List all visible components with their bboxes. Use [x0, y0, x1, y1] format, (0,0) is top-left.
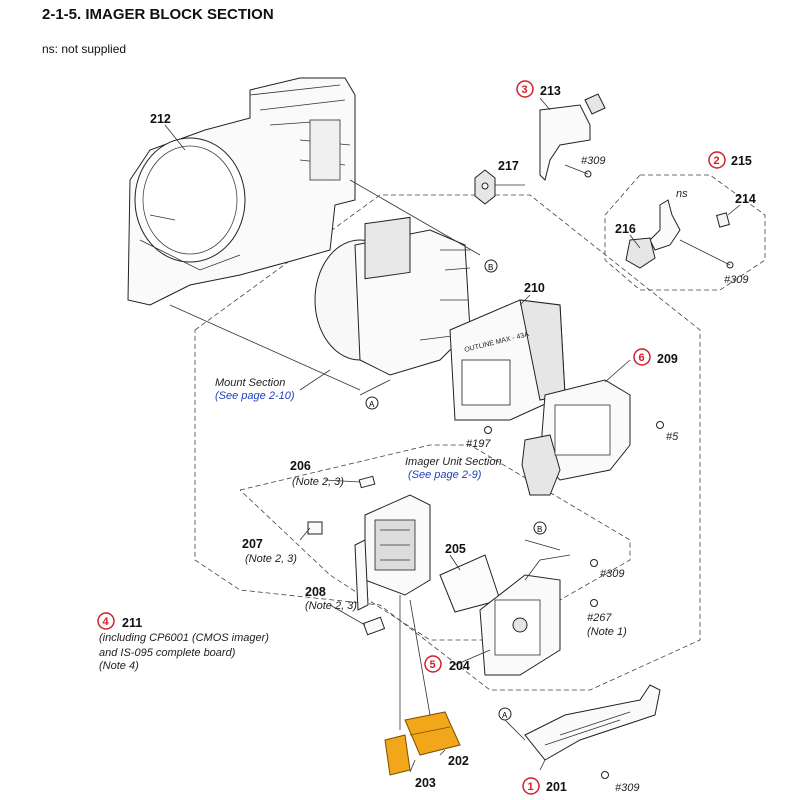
svg-text:5: 5	[430, 659, 436, 671]
svg-text:1: 1	[528, 781, 534, 793]
clip-206	[358, 475, 376, 489]
note-267: (Note 1)	[587, 626, 627, 638]
part-num-212: 212	[150, 112, 171, 126]
marker-a1: A	[365, 396, 379, 410]
screw-label-309-b: #309	[724, 274, 748, 286]
marker-b1: B	[484, 259, 498, 273]
part-num-213: 213	[540, 84, 561, 98]
bracket-201	[524, 684, 661, 761]
part-num-206: 206	[290, 459, 311, 473]
part-num-211: 211	[122, 616, 142, 630]
svg-text:A: A	[502, 711, 508, 720]
part-num-201: 201	[546, 780, 567, 794]
screw-label-5: #5	[666, 431, 679, 443]
flex-part-202	[404, 711, 461, 756]
legend-text: ns: not supplied	[42, 42, 127, 56]
part-num-207: 207	[242, 537, 263, 551]
screw-label-267: #267	[587, 612, 612, 624]
ref-circle-6: 6	[633, 348, 651, 366]
part-num-215: 215	[731, 154, 752, 168]
ref-circle-1: 1	[522, 777, 540, 795]
screw-label-309-c: #309	[600, 568, 624, 580]
imager-board-211	[354, 494, 431, 611]
note-206: (Note 2, 3)	[292, 476, 344, 488]
part-num-203: 203	[415, 776, 436, 790]
svg-text:B: B	[537, 525, 542, 534]
bracket-209	[521, 379, 631, 496]
svg-text:A: A	[369, 400, 375, 409]
bracket-217	[474, 169, 496, 205]
svg-text:4: 4	[103, 616, 110, 628]
frame-204	[479, 554, 571, 676]
svg-text:B: B	[488, 263, 493, 272]
part-num-208: 208	[305, 585, 326, 599]
svg-text:2: 2	[714, 155, 720, 167]
plate-213	[539, 93, 606, 181]
screw-label-309-d: #309	[615, 782, 639, 794]
svg-text:6: 6	[639, 352, 645, 364]
part-num-209: 209	[657, 352, 678, 366]
part-num-204: 204	[449, 659, 470, 673]
front-frame-212	[127, 77, 356, 306]
imager-section-label: Imager Unit Section	[405, 456, 502, 468]
ref-circle-5: 5	[424, 655, 442, 673]
lever-assembly-215	[625, 199, 734, 269]
part-num-214: 214	[735, 192, 756, 206]
screw-label-197: #197	[466, 438, 491, 450]
clip-207	[307, 521, 323, 535]
note-208: (Note 2, 3)	[305, 600, 357, 612]
note-211-line2: and IS-095 complete board)	[99, 647, 236, 659]
marker-a2: A	[498, 707, 512, 721]
note-207: (Note 2, 3)	[245, 553, 297, 565]
screw-label-309-a: #309	[581, 155, 605, 167]
marker-b2: B	[533, 521, 547, 535]
ref-circle-4: 4	[97, 612, 115, 630]
imager-unit-outline	[239, 444, 631, 641]
part-num-216: 216	[615, 222, 636, 236]
screws	[484, 421, 664, 779]
leader-lines	[164, 97, 741, 773]
imager-section-link[interactable]: (See page 2-9)	[408, 469, 482, 481]
part-num-217: 217	[498, 159, 519, 173]
part-num-202: 202	[448, 754, 469, 768]
flex-part-203	[384, 734, 411, 776]
ref-circle-3: 3	[516, 80, 534, 98]
note-211-line3: (Note 4)	[99, 660, 139, 672]
clip-208	[362, 616, 386, 636]
shutter-unit-210: OUTLINE MAX - 43A	[449, 299, 566, 421]
mount-section-label: Mount Section	[215, 377, 285, 389]
note-ns: ns	[676, 188, 688, 200]
part-num-210: 210	[524, 281, 545, 295]
ref-circle-2: 2	[708, 151, 726, 169]
part-num-205: 205	[445, 542, 466, 556]
page-title: 2-1-5. IMAGER BLOCK SECTION	[42, 6, 274, 23]
mount-section-link[interactable]: (See page 2-10)	[215, 390, 295, 402]
note-211-line1: (including CP6001 (CMOS imager)	[99, 632, 269, 644]
mount-section	[314, 216, 471, 376]
sub-assembly-outline-215	[604, 174, 766, 291]
svg-text:3: 3	[522, 84, 528, 96]
